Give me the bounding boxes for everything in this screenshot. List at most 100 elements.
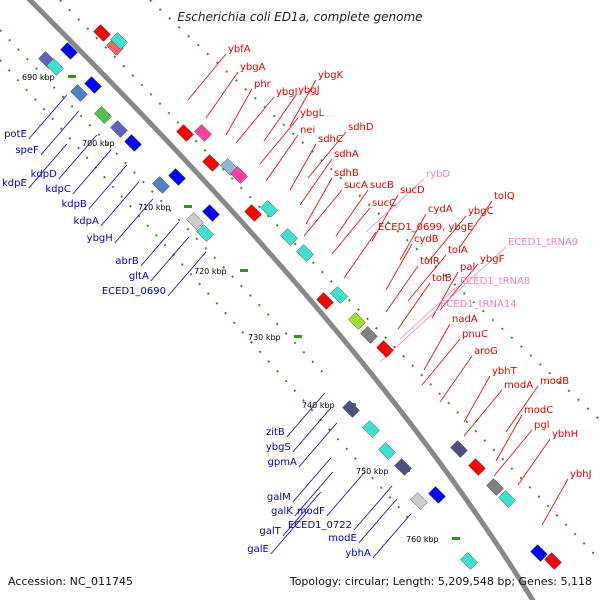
forward-line-ybgk: [289, 79, 317, 127]
forward-line-nei: [265, 134, 299, 182]
reverse-label-galm: galM: [267, 492, 291, 503]
forward-label-eced1-0699-ybge: ECED1_0699, ybgE: [378, 222, 473, 233]
reverse-gene-block-5: [94, 106, 112, 124]
reverse-line-ybgh: [114, 198, 154, 244]
map-title: Escherichia coli ED1a, complete genome: [177, 10, 423, 24]
forward-gene-block-19: [486, 478, 504, 496]
reverse-label-eced1-0722: ECED1_0722: [288, 520, 352, 531]
forward-line-nada: [423, 323, 451, 371]
forward-line-ybgc: [427, 215, 467, 263]
forward-label-ybga: ybgA: [240, 62, 266, 73]
tick-label-2: 710 kbp: [138, 203, 171, 212]
forward-line-tolr: [385, 265, 419, 313]
forward-gene-block-10: [280, 228, 298, 246]
forward-line-tolb: [397, 282, 431, 330]
forward-label-pgl: pgl: [534, 420, 549, 431]
tick-mark-0: [68, 75, 76, 78]
tick-label-0: 690 kbp: [22, 73, 55, 82]
forward-gene-block-0: [93, 24, 111, 42]
forward-gene-block-9: [260, 200, 278, 218]
forward-label-ybgk: ybgK: [318, 70, 344, 81]
tick-label-5: 740 kbp: [302, 401, 335, 410]
forward-gene-block-18: [468, 458, 486, 476]
tick-label-1: 700 kbp: [82, 139, 115, 148]
topology-text: Topology: circular; Length: 5,209,548 bp…: [289, 575, 592, 588]
forward-line-ybgl: [259, 117, 299, 165]
tick-mark-4: [294, 335, 302, 338]
forward-line-ybhh: [517, 438, 551, 486]
forward-line-ybfa: [187, 53, 227, 101]
forward-gene-block-4: [194, 124, 212, 142]
forward-label-sdhd: sdhD: [348, 122, 374, 133]
reverse-gene-block-4: [70, 84, 88, 102]
reverse-line-kdpb: [88, 164, 128, 210]
forward-label-sdhb: sdhB: [334, 168, 359, 179]
reverse-line-abrb: [140, 221, 180, 267]
forward-gene-block-17: [450, 440, 468, 458]
forward-label-ybht: ybhT: [492, 366, 518, 377]
reverse-line-ybgs: [292, 407, 332, 453]
forward-gene-block-13: [330, 286, 348, 304]
reverse-gene-block-3: [84, 76, 102, 94]
tick-label-6: 750 kbp: [356, 467, 389, 476]
reverse-gene-block-10: [186, 212, 204, 230]
forward-label-cyda: cydA: [428, 204, 453, 215]
reverse-line-ybha: [372, 513, 412, 559]
forward-label-ybgj: ybgJ: [298, 85, 320, 96]
forward-label-pnuc: pnuC: [462, 329, 488, 340]
reverse-label-ybha: ybhA: [345, 548, 371, 559]
forward-label-ybhj: ybhJ: [570, 469, 592, 480]
reverse-label-mode: modE: [328, 533, 357, 544]
reverse-gene-block-16: [394, 458, 412, 476]
forward-label-nei: nei: [300, 125, 315, 136]
forward-line-sucb: [335, 189, 369, 237]
forward-label-ybgl: ybgL: [300, 108, 325, 119]
forward-line-succ: [331, 207, 371, 255]
genes-layer: [38, 24, 562, 570]
reverse-label-galk: galK: [271, 506, 293, 517]
reverse-label-zitb: zitB: [266, 427, 285, 438]
forward-gene-block-15: [360, 326, 378, 344]
forward-gene-block-12: [316, 292, 334, 310]
track-dots-2: [149, 0, 600, 421]
reverse-line-eced1-0690: [167, 251, 207, 297]
forward-label-ybgc: ybgC: [468, 206, 494, 217]
forward-label-tolr: tolR: [420, 256, 440, 267]
reverse-line-mode: [358, 498, 398, 544]
forward-line-modc: [495, 414, 523, 462]
reverse-line-kdpe: [28, 143, 68, 189]
reverse-label-abrb: abrB: [115, 256, 139, 267]
tick-mark-7: [452, 537, 460, 540]
reverse-line-zitb: [286, 392, 326, 438]
reverse-label-pote: potE: [4, 129, 27, 140]
tick-label-7: 760 kbp: [406, 535, 439, 544]
forward-line-ybht: [463, 375, 491, 423]
forward-label-moda: modA: [504, 380, 533, 391]
reverse-label-galt: galT: [259, 526, 281, 537]
forward-line-tola: [407, 254, 447, 302]
forward-label-phr: phr: [254, 79, 272, 90]
reverse-line-spef: [40, 110, 80, 156]
forward-line-tolq: [459, 200, 493, 248]
forward-gene-block-2: [110, 32, 128, 50]
forward-gene-block-3: [176, 124, 194, 142]
forward-line-arog: [439, 355, 473, 403]
forward-label-ybhh: ybhH: [552, 429, 578, 440]
reverse-gene-block-7: [124, 134, 142, 152]
rna-line-rybd: [365, 178, 425, 233]
forward-label-sdha: sdhA: [334, 149, 359, 160]
reverse-gene-block-17: [410, 492, 428, 510]
forward-label-modc: modC: [524, 405, 553, 416]
forward-line-sucd: [371, 194, 399, 242]
forward-line-cydb: [385, 243, 413, 291]
forward-label-sucb: sucB: [370, 180, 394, 191]
rna-label-rybd: rybD: [426, 169, 450, 180]
forward-line-pnuc: [421, 338, 461, 386]
forward-label-sdhc: sdhC: [318, 134, 343, 145]
forward-gene-block-14: [348, 312, 366, 330]
forward-gene-block-7: [230, 166, 248, 184]
reverse-line-modf: [326, 471, 366, 517]
forward-line-ybgj: [263, 94, 297, 142]
tick-label-3: 720 kbp: [194, 267, 227, 276]
